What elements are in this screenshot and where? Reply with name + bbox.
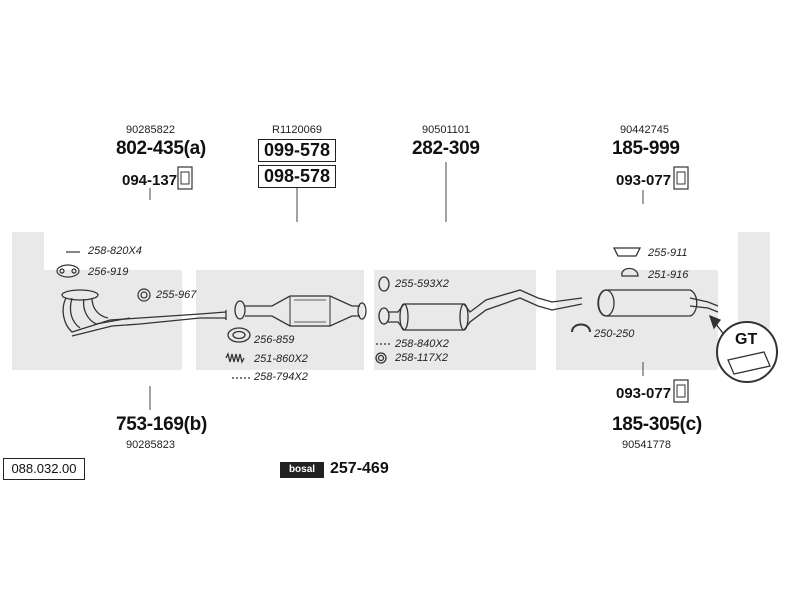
mount-part-number: 093-077 [616,172,672,189]
accessory-label: 255-593X2 [395,278,449,290]
oe-number: 90501101 [422,124,471,136]
oe-number: R1120069 [272,124,322,136]
gt-callout [708,314,778,383]
oe-number: 90541778 [622,439,671,451]
watermark-block [556,270,718,370]
watermark-block [374,270,536,370]
part-number: 185-305(c) [612,414,702,435]
part-number: 802-435(a) [116,138,206,159]
front-pipe-drawing [61,289,227,337]
accessory-label: 258-117X2 [395,352,449,364]
watermark-block [12,232,44,370]
oe-number: 90285823 [126,439,175,451]
accessory-label: 251-916 [648,269,689,281]
accessory-label: 258-840X2 [395,338,449,350]
oe-number: 90285822 [126,124,175,136]
accessory-label: 255-911 [648,247,688,259]
catalytic-drawing [225,295,367,379]
accessory-label: 255-967 [156,289,197,301]
catalog-number: 088.032.00 [3,458,85,480]
rear-drawing [571,247,719,333]
accessory-label: 256-859 [254,334,295,346]
oe-number: 90442745 [620,124,669,136]
accessory-label: 258-820X4 [88,245,142,257]
part-number-box: 098-578 [258,165,336,188]
middle-drawing [375,276,583,364]
part-number: 282-309 [412,138,480,159]
accessory-label: 258-794X2 [254,371,308,383]
set-number: 257-469 [330,460,389,477]
mount-part-number: 093-077 [616,385,672,402]
bosal-logo: bosal [280,462,324,478]
mount-part-number: 094-137 [122,172,178,189]
part-number-box: 099-578 [258,139,336,162]
gt-label: GT [735,331,758,348]
part-number: 753-169(b) [116,414,207,435]
part-number: 185-999 [612,138,680,159]
accessory-label: 251-860X2 [254,353,308,365]
accessory-label: 250-250 [594,328,635,340]
accessory-label: 256-919 [88,266,129,278]
front-accessory-icons [56,251,151,302]
